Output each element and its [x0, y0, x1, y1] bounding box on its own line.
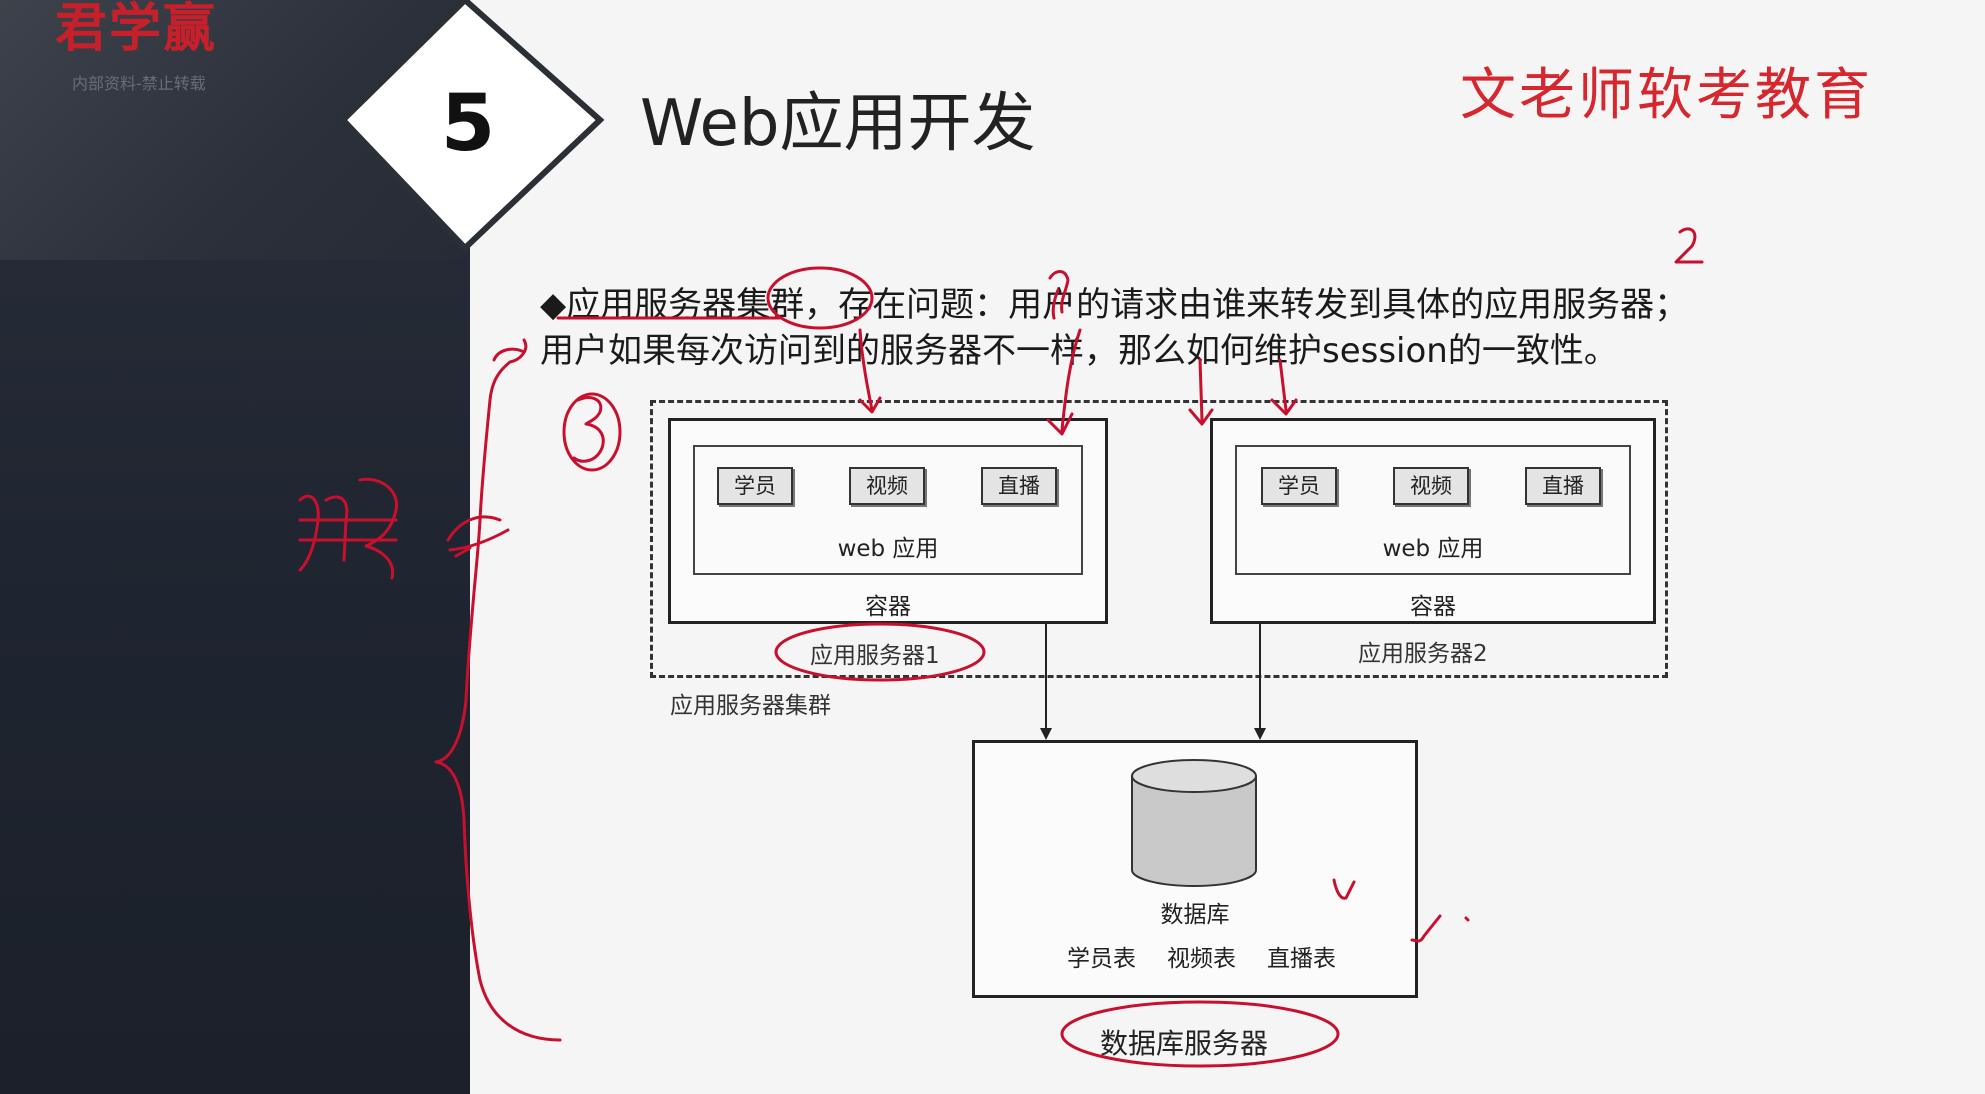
- slide-number: 5: [441, 79, 495, 169]
- arrow-annotation-2: [1046, 328, 1082, 436]
- web-app-label-2: web 应用: [1382, 536, 1484, 562]
- app-server-1-label: 应用服务器1: [810, 643, 940, 669]
- web-app-label-1: web 应用: [837, 536, 939, 562]
- database-cylinder-icon: [1131, 759, 1257, 887]
- table-student: 学员表: [1067, 946, 1136, 972]
- connector-arrow-2: [1254, 622, 1266, 740]
- module-live-2: 直播: [1525, 467, 1601, 505]
- circle-annotation-server1: [774, 622, 986, 682]
- number-1-annotation: [1048, 270, 1070, 314]
- module-live-1: 直播: [981, 467, 1057, 505]
- container-label-1: 容器: [865, 594, 911, 620]
- circle-annotation-db: [1060, 1000, 1340, 1068]
- cluster-boundary: [650, 400, 1668, 678]
- table-live: 直播表: [1267, 946, 1336, 972]
- module-video-1: 视频: [849, 467, 925, 505]
- module-student-2: 学员: [1261, 467, 1337, 505]
- module-student-1: 学员: [717, 467, 793, 505]
- connector-arrow-1: [1040, 622, 1052, 740]
- module-video-2: 视频: [1393, 467, 1469, 505]
- check-annotation-2: [1410, 914, 1470, 943]
- table-video: 视频表: [1167, 946, 1236, 972]
- check-annotation-1: [1332, 878, 1356, 900]
- brand-name: 文老师软考教育: [1460, 63, 1873, 128]
- bracket-annotation: [434, 338, 562, 1042]
- web-app-box-1: 学员 视频 直播 web 应用: [693, 445, 1083, 575]
- number-2-annotation: [1674, 227, 1704, 264]
- app-server-1: 学员 视频 直播 web 应用 容器: [668, 418, 1108, 624]
- database-label: 数据库: [1160, 902, 1230, 928]
- database-server-label: 数据库服务器: [1100, 1027, 1269, 1060]
- app-server-2: 学员 视频 直播 web 应用 容器: [1210, 418, 1656, 624]
- logo: 君学赢: [55, 0, 218, 59]
- page-title: Web应用开发: [640, 87, 1036, 161]
- arrow-annotation-4: [1270, 358, 1298, 416]
- arrow-annotation-3: [1188, 358, 1214, 426]
- app-server-2-label: 应用服务器2: [1358, 641, 1488, 667]
- arrow-annotation-1: [858, 328, 882, 414]
- circle-annotation-cluster: [766, 266, 874, 330]
- cluster-label: 应用服务器集群: [670, 693, 831, 719]
- container-label-2: 容器: [1410, 594, 1456, 620]
- logo-subtitle: 内部资料-禁止转载: [72, 74, 206, 93]
- scribble-annotation: [298, 477, 398, 580]
- number-3-annotation: [572, 396, 605, 463]
- web-app-box-2: 学员 视频 直播 web 应用: [1235, 445, 1631, 575]
